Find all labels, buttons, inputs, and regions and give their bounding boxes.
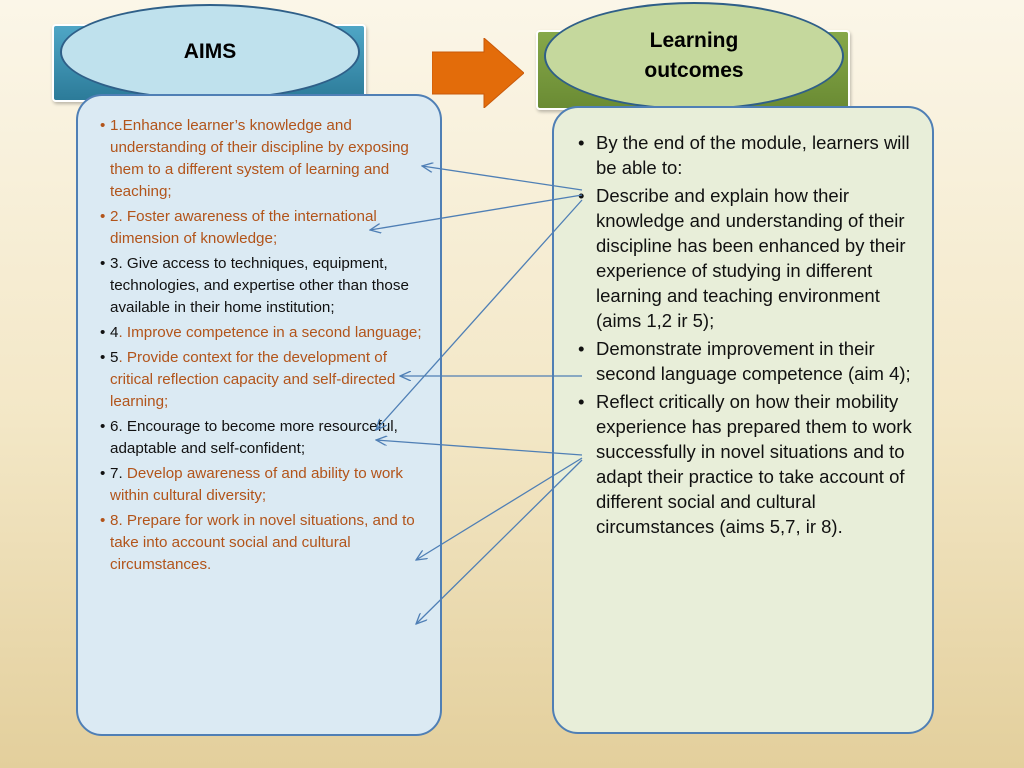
aim-item-2: •2. Foster awareness of the internationa… — [100, 208, 377, 247]
aim-item-4: •4. Improve competence in a second langu… — [100, 324, 422, 341]
aim-item-3: •3. Give access to techniques, equipment… — [100, 255, 409, 316]
aims-title-ellipse: AIMS — [60, 4, 360, 100]
aim-item-8: •8. Prepare for work in novel situations… — [100, 512, 415, 573]
aim-item-1: •1.Enhance learner’s knowledge and under… — [100, 117, 409, 200]
outcomes-title-line2: outcomes — [644, 59, 744, 82]
outcomes-title-line1: Learning — [649, 29, 739, 52]
outcomes-list: •By the end of the module, learners will… — [578, 130, 912, 542]
outcome-item-3: •Reflect critically on how their mobilit… — [578, 391, 912, 537]
outcome-item-2: •Demonstrate improvement in their second… — [578, 338, 911, 384]
right-arrow-icon — [432, 38, 524, 108]
outcomes-panel — [552, 106, 934, 734]
outcomes-title: Learning outcomes — [644, 26, 743, 86]
outcome-intro: •By the end of the module, learners will… — [578, 132, 910, 178]
aim-item-5: •5. Provide context for the development … — [100, 349, 396, 410]
outcomes-title-ellipse: Learning outcomes — [544, 2, 844, 110]
aim-item-7: •7. Develop awareness of and ability to … — [100, 465, 403, 504]
aims-list: •1.Enhance learner’s knowledge and under… — [98, 115, 428, 579]
aims-title: AIMS — [183, 40, 237, 63]
aim-item-6: •6. Encourage to become more resourceful… — [100, 418, 398, 457]
outcome-item-1: •Describe and explain how their knowledg… — [578, 185, 906, 331]
